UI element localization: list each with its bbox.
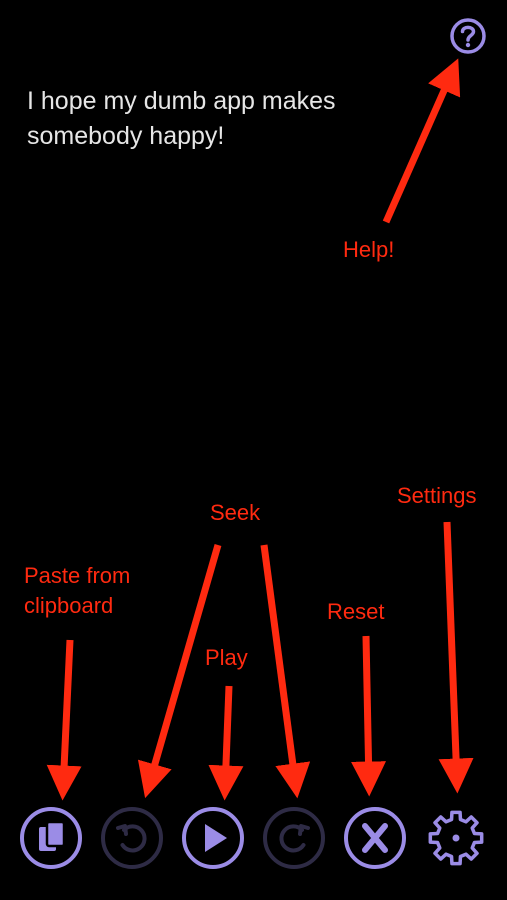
settings-button[interactable]: [424, 806, 488, 870]
arrow-settings: [438, 521, 474, 794]
welcome-message: I hope my dumb app makes somebody happy!: [27, 87, 336, 150]
arrow-reset: [351, 635, 387, 797]
clipboard-icon: [20, 807, 82, 869]
annotation-settings: Settings: [397, 483, 477, 508]
play-button[interactable]: [181, 806, 245, 870]
rotate-cw-icon: [263, 807, 325, 869]
seek-forward-button[interactable]: [262, 806, 326, 870]
annotation-play: Play: [205, 645, 248, 670]
arrow-seek-forward: [260, 544, 311, 799]
paste-button[interactable]: [19, 806, 83, 870]
seek-back-button[interactable]: [100, 806, 164, 870]
arrow-paste: [46, 639, 82, 801]
annotation-reset: Reset: [327, 599, 385, 624]
rotate-ccw-icon: [101, 807, 163, 869]
annotation-paste-line1: Paste from: [24, 563, 131, 588]
help-button[interactable]: [447, 15, 489, 57]
x-circle-icon: [344, 807, 406, 869]
annotation-paste-line2: clipboard: [24, 593, 114, 618]
annotation-seek: Seek: [210, 500, 261, 525]
play-icon: [182, 807, 244, 869]
annotation-help: Help!: [343, 237, 395, 262]
question-circle-icon: [450, 18, 486, 54]
gear-icon: [428, 810, 484, 866]
reset-button[interactable]: [343, 806, 407, 870]
arrow-play: [208, 685, 244, 801]
